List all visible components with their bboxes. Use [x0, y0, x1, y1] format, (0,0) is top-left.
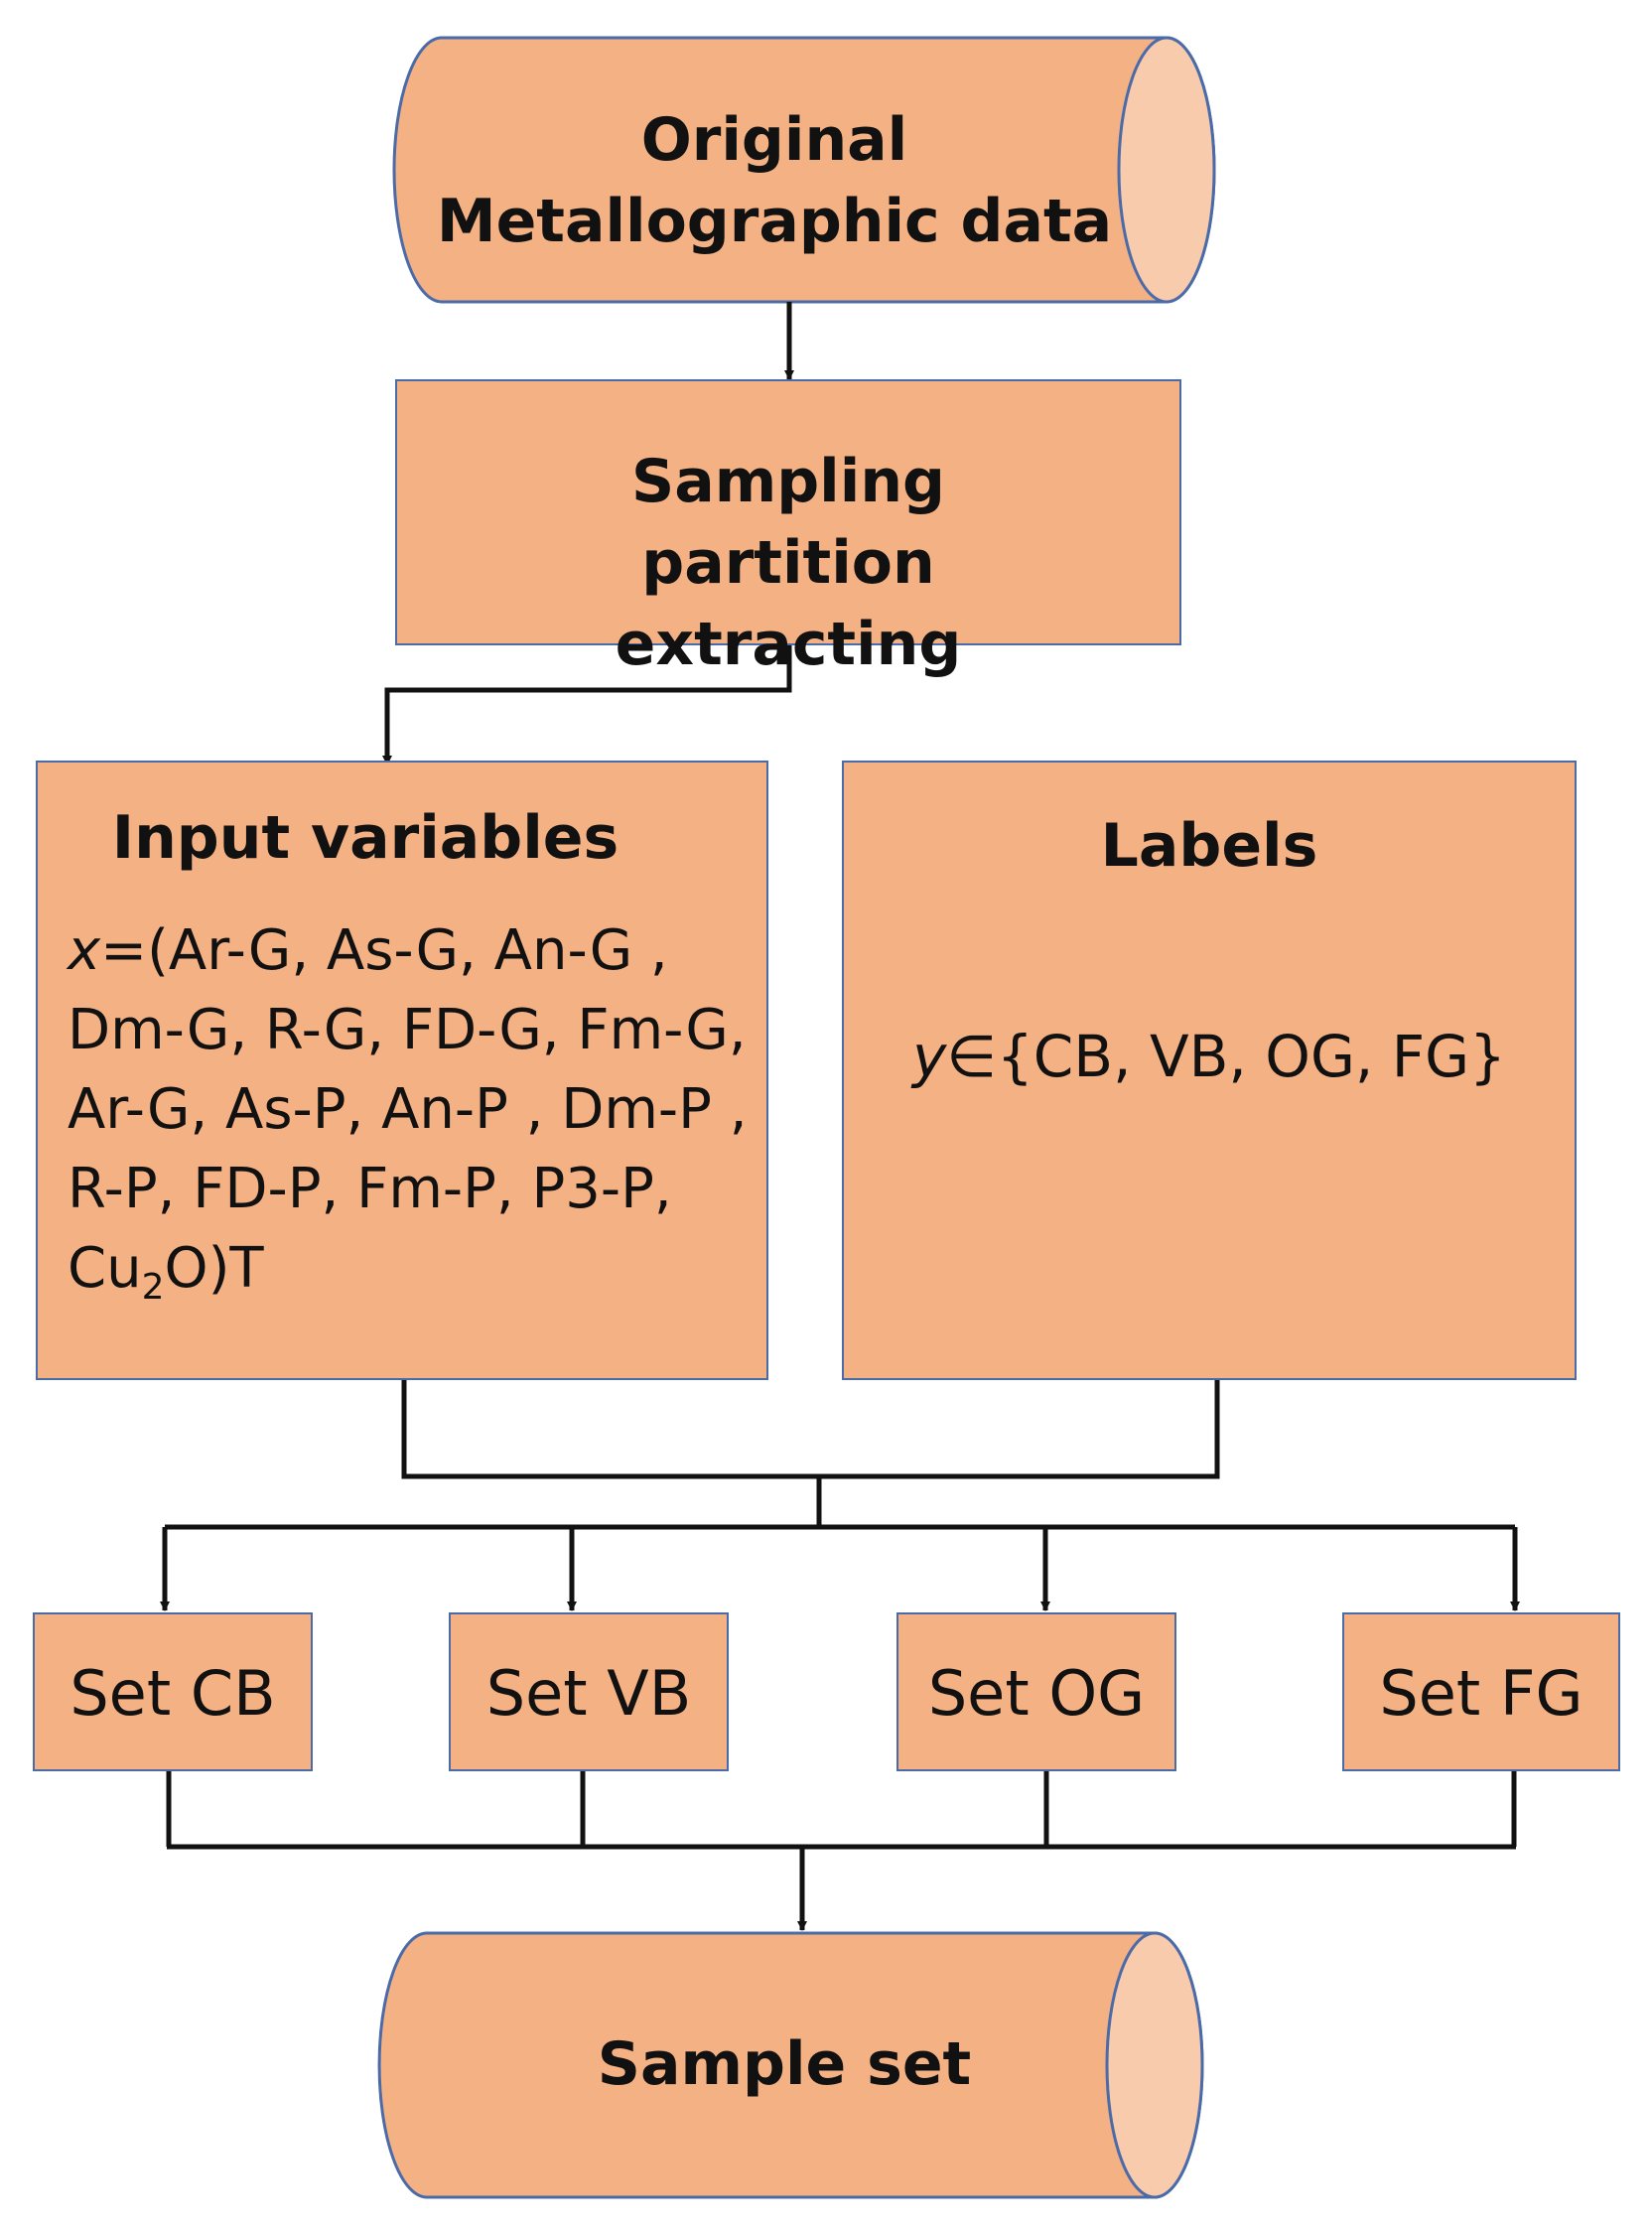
original-data-label: Original Metallographic data [436, 105, 1113, 256]
set-fg-box: Set FG [1342, 1612, 1620, 1771]
labels-formula: y∈{CB, VB, OG, FG} [844, 1021, 1575, 1092]
input-formula-subscript: 2 [141, 1267, 165, 1309]
set-fg-label: Set FG [1379, 1657, 1583, 1730]
input-variables-heading: Input variables [111, 803, 620, 873]
input-formula: x=(Ar-G, As-G, An-G , Dm-G, R-G, FD-G, F… [68, 911, 757, 1327]
sample-set-label: Sample set [597, 2029, 972, 2099]
merge-connector [401, 1376, 1220, 1479]
set-vb-label: Set VB [485, 1657, 692, 1730]
input-formula-end: O)T [164, 1236, 264, 1301]
set-vb-box: Set VB [449, 1612, 729, 1771]
arrow-to-input-variables [382, 645, 792, 766]
set-og-label: Set OG [927, 1657, 1146, 1730]
input-var-symbol: x [68, 918, 101, 983]
original-data-cylinder [392, 36, 1216, 304]
labels-heading: Labels [1100, 811, 1318, 881]
input-formula-text: =(Ar-G, As-G, An-G , Dm-G, R-G, FD-G, Fm… [68, 918, 748, 1301]
set-cb-label: Set CB [69, 1657, 276, 1730]
labels-formula-text: ∈{CB, VB, OG, FG} [946, 1023, 1506, 1090]
sampling-label: Sampling partition extracting [615, 447, 962, 679]
input-variables-box: Input variables x=(Ar-G, As-G, An-G , Dm… [36, 761, 768, 1380]
labels-var-symbol: y [912, 1023, 947, 1090]
sampling-partition-box: Sampling partition extracting [395, 379, 1181, 679]
sample-set-cylinder [377, 1931, 1204, 2199]
set-og-box: Set OG [896, 1612, 1176, 1771]
labels-box: Labels y∈{CB, VB, OG, FG} [842, 761, 1577, 1380]
set-cb-box: Set CB [33, 1612, 313, 1771]
